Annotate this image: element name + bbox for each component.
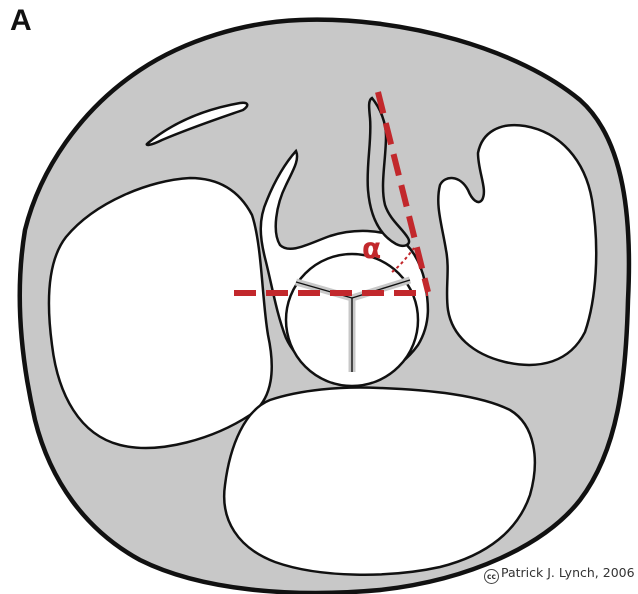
lower-chamber xyxy=(224,388,535,575)
creative-commons-icon: cc xyxy=(484,569,499,584)
credit-text: Patrick J. Lynch, 2006 xyxy=(501,565,635,580)
angle-label: α xyxy=(362,232,381,265)
